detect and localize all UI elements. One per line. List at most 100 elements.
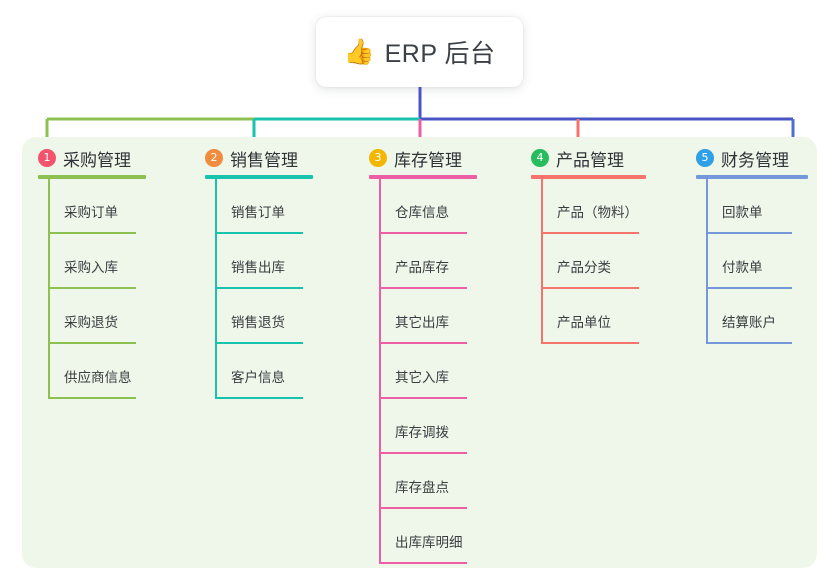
item-label: 采购入库 <box>64 260 118 275</box>
item-underline <box>215 287 303 289</box>
column-title-4: 产品管理 <box>556 150 624 170</box>
item-underline <box>215 232 303 234</box>
list-item[interactable]: 产品分类 <box>531 234 681 289</box>
column-spine-2 <box>215 179 217 399</box>
item-label: 出库库明细 <box>395 535 463 550</box>
item-label: 客户信息 <box>231 370 285 385</box>
list-item[interactable]: 出库库明细 <box>369 509 519 564</box>
list-item[interactable]: 销售订单 <box>205 179 355 234</box>
item-underline <box>706 232 792 234</box>
list-item[interactable]: 采购订单 <box>38 179 188 234</box>
list-item[interactable]: 库存调拨 <box>369 399 519 454</box>
column-header-1[interactable]: 1 采购管理 <box>38 146 188 170</box>
column-库存管理: 3 库存管理仓库信息产品库存其它出库其它入库库存调拨库存盘点出库库明细 <box>369 146 519 564</box>
badge-number-3: 3 <box>369 149 387 167</box>
list-item[interactable]: 其它入库 <box>369 344 519 399</box>
item-underline <box>379 287 467 289</box>
list-item[interactable]: 供应商信息 <box>38 344 188 399</box>
item-label: 回款单 <box>722 205 763 220</box>
column-spine-4 <box>541 179 543 344</box>
item-underline <box>379 397 467 399</box>
column-销售管理: 2 销售管理销售订单销售出库销售退货客户信息 <box>205 146 355 399</box>
column-items-2: 销售订单销售出库销售退货客户信息 <box>205 179 355 399</box>
item-underline <box>48 342 136 344</box>
column-header-5[interactable]: 5 财务管理 <box>696 146 839 170</box>
list-item[interactable]: 销售退货 <box>205 289 355 344</box>
list-item[interactable]: 销售出库 <box>205 234 355 289</box>
list-item[interactable]: 产品（物料） <box>531 179 681 234</box>
item-label: 销售退货 <box>231 315 285 330</box>
column-财务管理: 5 财务管理回款单付款单结算账户 <box>696 146 839 344</box>
item-underline <box>379 452 467 454</box>
column-spine-1 <box>48 179 50 399</box>
item-label: 其它入库 <box>395 370 449 385</box>
list-item[interactable]: 产品库存 <box>369 234 519 289</box>
list-item[interactable]: 仓库信息 <box>369 179 519 234</box>
item-underline <box>541 232 639 234</box>
item-underline <box>48 397 136 399</box>
item-label: 库存调拨 <box>395 425 449 440</box>
badge-number-1: 1 <box>38 149 56 167</box>
item-label: 销售出库 <box>231 260 285 275</box>
item-underline <box>706 287 792 289</box>
thumbs-up-icon: 👍 <box>343 37 375 66</box>
root-node-card: 👍 ERP 后台 <box>316 17 523 87</box>
list-item[interactable]: 结算账户 <box>696 289 839 344</box>
item-label: 产品库存 <box>395 260 449 275</box>
item-underline <box>706 342 792 344</box>
item-underline <box>379 562 467 564</box>
item-underline <box>541 342 639 344</box>
item-label: 付款单 <box>722 260 763 275</box>
item-label: 其它出库 <box>395 315 449 330</box>
badge-number-5: 5 <box>696 149 714 167</box>
column-header-3[interactable]: 3 库存管理 <box>369 146 519 170</box>
item-underline <box>379 342 467 344</box>
badge-number-2: 2 <box>205 149 223 167</box>
column-header-2[interactable]: 2 销售管理 <box>205 146 355 170</box>
item-underline <box>379 507 467 509</box>
list-item[interactable]: 回款单 <box>696 179 839 234</box>
item-underline <box>215 397 303 399</box>
item-label: 仓库信息 <box>395 205 449 220</box>
column-spine-5 <box>706 179 708 344</box>
column-header-4[interactable]: 4 产品管理 <box>531 146 681 170</box>
column-items-1: 采购订单采购入库采购退货供应商信息 <box>38 179 188 399</box>
column-采购管理: 1 采购管理采购订单采购入库采购退货供应商信息 <box>38 146 188 399</box>
list-item[interactable]: 付款单 <box>696 234 839 289</box>
list-item[interactable]: 客户信息 <box>205 344 355 399</box>
item-label: 结算账户 <box>722 315 776 330</box>
item-label: 采购退货 <box>64 315 118 330</box>
badge-number-4: 4 <box>531 149 549 167</box>
column-underline-5 <box>696 175 808 179</box>
root-node-title: ERP 后台 <box>384 40 496 68</box>
column-title-2: 销售管理 <box>230 150 298 170</box>
item-label: 产品（物料） <box>557 205 638 220</box>
column-产品管理: 4 产品管理产品（物料） 产品分类产品单位 <box>531 146 681 344</box>
column-spine-3 <box>379 179 381 564</box>
item-label: 采购订单 <box>64 205 118 220</box>
item-underline <box>215 342 303 344</box>
item-label: 产品分类 <box>557 260 611 275</box>
root-node-content: 👍 ERP 后台 <box>343 34 495 70</box>
item-label: 销售订单 <box>231 205 285 220</box>
item-label: 库存盘点 <box>395 480 449 495</box>
item-label: 产品单位 <box>557 315 611 330</box>
column-title-1: 采购管理 <box>63 150 131 170</box>
column-items-5: 回款单付款单结算账户 <box>696 179 839 344</box>
item-underline <box>379 232 467 234</box>
column-underline-1 <box>38 175 146 179</box>
diagram-panel <box>22 137 817 568</box>
list-item[interactable]: 采购入库 <box>38 234 188 289</box>
item-underline <box>48 287 136 289</box>
list-item[interactable]: 产品单位 <box>531 289 681 344</box>
list-item[interactable]: 采购退货 <box>38 289 188 344</box>
column-items-3: 仓库信息产品库存其它出库其它入库库存调拨库存盘点出库库明细 <box>369 179 519 564</box>
column-underline-3 <box>369 175 477 179</box>
column-title-5: 财务管理 <box>721 150 789 170</box>
column-underline-4 <box>531 175 646 179</box>
list-item[interactable]: 其它出库 <box>369 289 519 344</box>
column-underline-2 <box>205 175 313 179</box>
list-item[interactable]: 库存盘点 <box>369 454 519 509</box>
column-title-3: 库存管理 <box>394 150 462 170</box>
item-underline <box>48 232 136 234</box>
